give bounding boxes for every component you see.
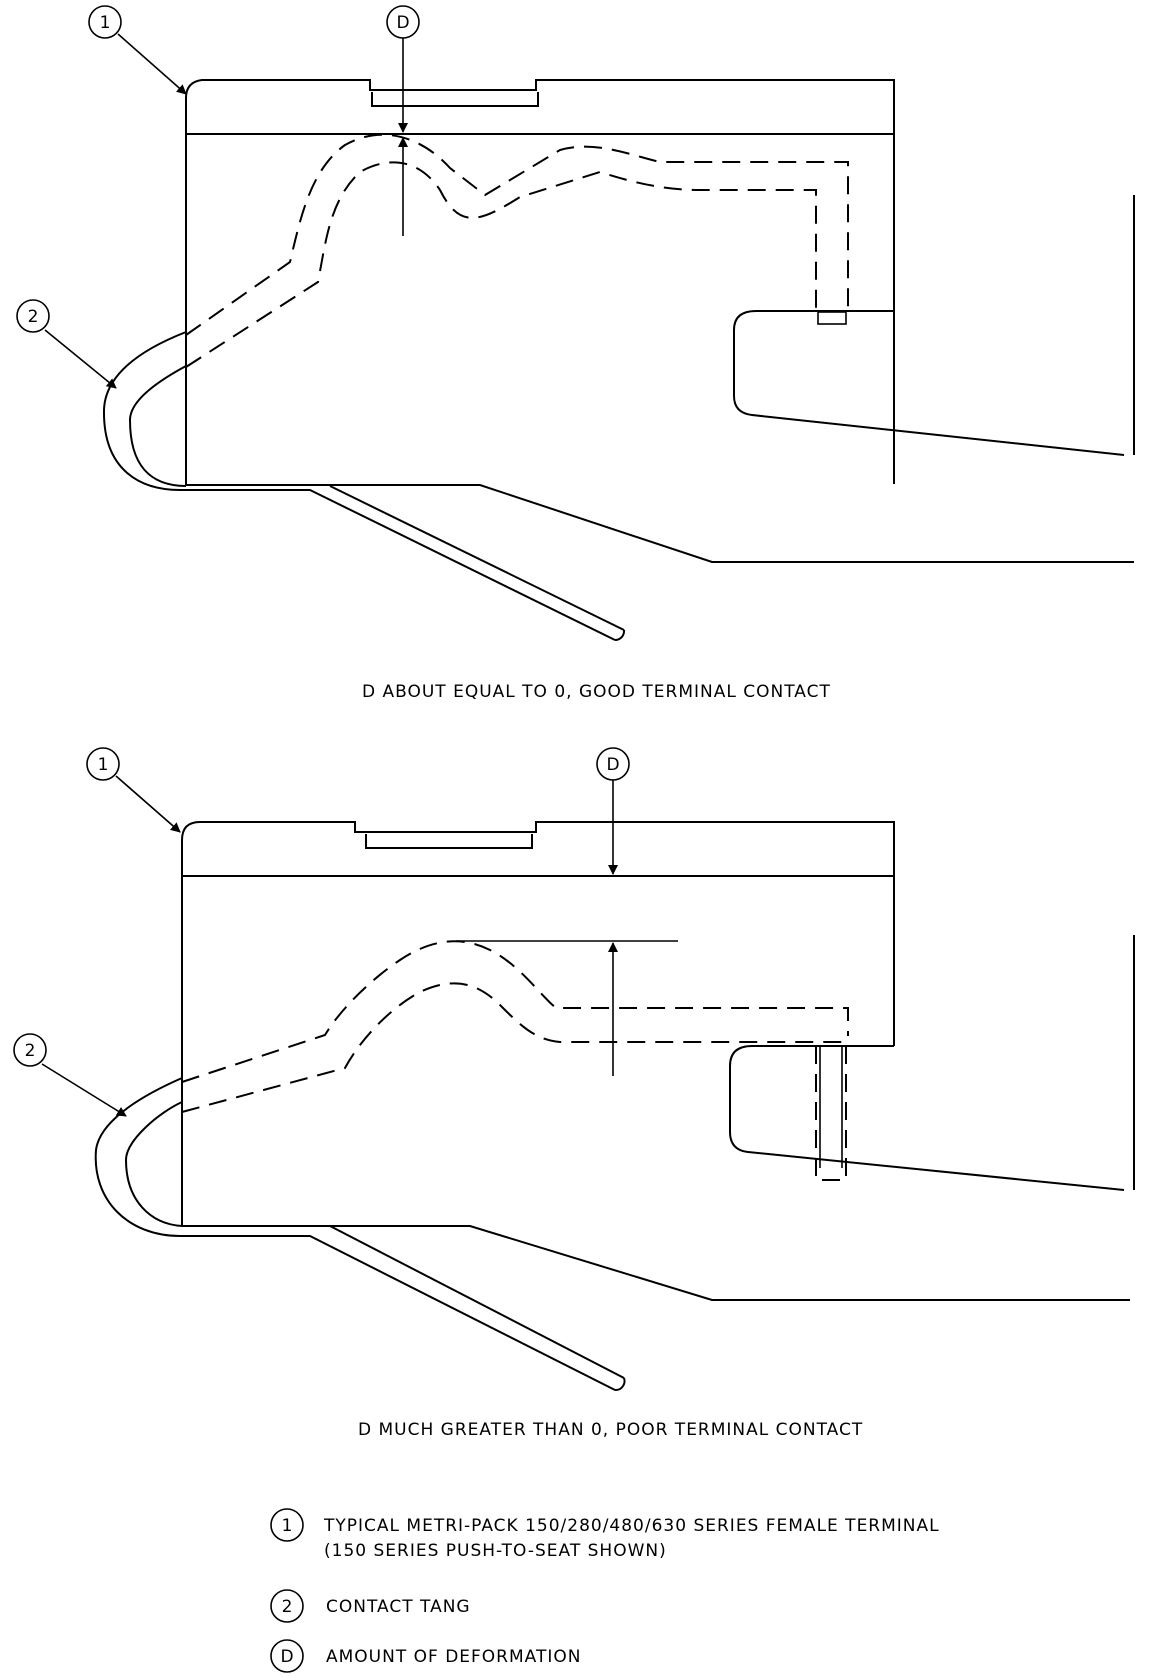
top-callout-d-label: D (396, 13, 409, 33)
top-terminal-body (185, 79, 1135, 563)
bottom-terminal-body (181, 821, 1135, 1301)
bottom-callout-1: 1 (86, 747, 181, 833)
legend-item-contact-tang: 2 CONTACT TANG (270, 1589, 471, 1623)
top-contact-tang (102, 331, 626, 642)
bottom-contact-tang (94, 1077, 626, 1391)
top-callout-1-label: 1 (100, 13, 111, 33)
bottom-callout-d: D (596, 747, 630, 1076)
top-figure: 1 2 D D ABOUT EQUAL TO 0, GOOD TERMINAL … (16, 5, 1135, 702)
bottom-hidden-tang (181, 940, 849, 1181)
legend-item-terminal: 1 TYPICAL METRI-PACK 150/280/480/630 SER… (270, 1508, 940, 1561)
top-caption: D ABOUT EQUAL TO 0, GOOD TERMINAL CONTAC… (362, 682, 831, 702)
legend-item-deformation: D AMOUNT OF DEFORMATION (270, 1639, 581, 1673)
bottom-callout-2-label: 2 (25, 1041, 36, 1061)
bottom-figure: 1 2 D D MUCH GREATER THAN 0, POOR TERMIN… (13, 747, 1135, 1440)
legend-tag: 2 (282, 1597, 293, 1617)
top-callout-2-label: 2 (28, 307, 39, 327)
legend-text-line1: CONTACT TANG (326, 1597, 471, 1617)
legend-tag: D (280, 1647, 293, 1667)
bottom-callout-1-label: 1 (98, 755, 109, 775)
legend-text-line1: TYPICAL METRI-PACK 150/280/480/630 SERIE… (323, 1516, 940, 1536)
bottom-callout-d-label: D (606, 755, 619, 775)
legend: 1 TYPICAL METRI-PACK 150/280/480/630 SER… (270, 1508, 940, 1673)
top-hidden-tang (185, 133, 849, 368)
bottom-callout-2: 2 (13, 1033, 127, 1117)
top-callout-d: D (386, 5, 420, 236)
top-callout-2: 2 (16, 299, 117, 389)
legend-text-line2: (150 SERIES PUSH-TO-SEAT SHOWN) (324, 1541, 667, 1561)
top-callout-1: 1 (88, 5, 187, 95)
legend-text-line1: AMOUNT OF DEFORMATION (326, 1647, 581, 1667)
bottom-caption: D MUCH GREATER THAN 0, POOR TERMINAL CON… (358, 1420, 863, 1440)
legend-tag: 1 (282, 1516, 293, 1536)
